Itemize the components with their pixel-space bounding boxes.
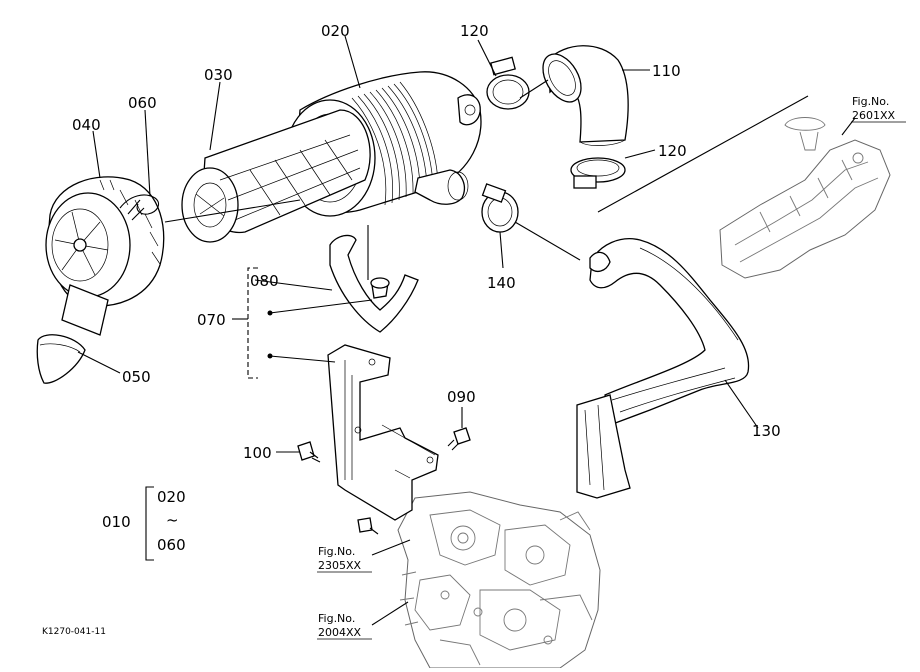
hose-clamp-mid (570, 157, 626, 189)
fig-2601-number: 2601XX (852, 109, 896, 122)
label-100: 100 (243, 444, 272, 462)
filter-element (181, 109, 371, 243)
label-110: 110 (652, 62, 681, 80)
label-090: 090 (447, 388, 476, 406)
intake-manifold-ghost (719, 117, 891, 279)
label-130: 130 (752, 422, 781, 440)
strap-band (329, 234, 419, 333)
leader-lines (77, 35, 856, 626)
fig-2601-title: Fig.No. (852, 95, 889, 108)
fig-2004-number: 2004XX (318, 626, 362, 639)
dust-valve (36, 284, 109, 384)
engine-block-ghost (397, 491, 601, 669)
retaining-clip (119, 194, 160, 221)
drawing-code: K1270-041-11 (42, 627, 106, 637)
intake-duct-hose (576, 238, 750, 499)
fig-2305-title: Fig.No. (318, 545, 355, 558)
bolt-lower (357, 517, 379, 535)
label-050: 050 (122, 368, 151, 386)
precleaner-cap (45, 176, 165, 307)
label-070: 070 (197, 311, 226, 329)
fig-2004-title: Fig.No. (318, 612, 355, 625)
label-040: 040 (72, 116, 101, 134)
figure-ref-2601: Fig.No. 2601XX (851, 95, 906, 123)
bolt-100 (297, 441, 321, 463)
hose-clamp-140 (481, 183, 519, 233)
fig-2305-number: 2305XX (318, 559, 362, 572)
label-120-top: 120 (460, 22, 489, 40)
label-020: 020 (321, 22, 350, 40)
label-120-mid: 120 (658, 142, 687, 160)
reference-line (597, 95, 809, 213)
label-010: 010 (102, 513, 131, 531)
set-range-from: 020 (157, 488, 186, 506)
bolt-090 (447, 427, 471, 451)
label-080: 080 (250, 272, 279, 290)
elbow-hose (542, 45, 629, 146)
label-060: 060 (128, 94, 157, 112)
label-140: 140 (487, 274, 516, 292)
figure-ref-2305: Fig.No. 2305XX (317, 545, 372, 573)
hose-clamp-top (486, 56, 530, 110)
set-range-tilde: ~ (166, 511, 179, 529)
figure-ref-2004: Fig.No. 2004XX (317, 612, 372, 640)
set-range-to: 060 (157, 536, 186, 554)
label-030: 030 (204, 66, 233, 84)
part-number-labels: 020 030 040 060 050 120 110 120 140 130 … (72, 22, 781, 554)
mounting-bracket (327, 344, 439, 521)
